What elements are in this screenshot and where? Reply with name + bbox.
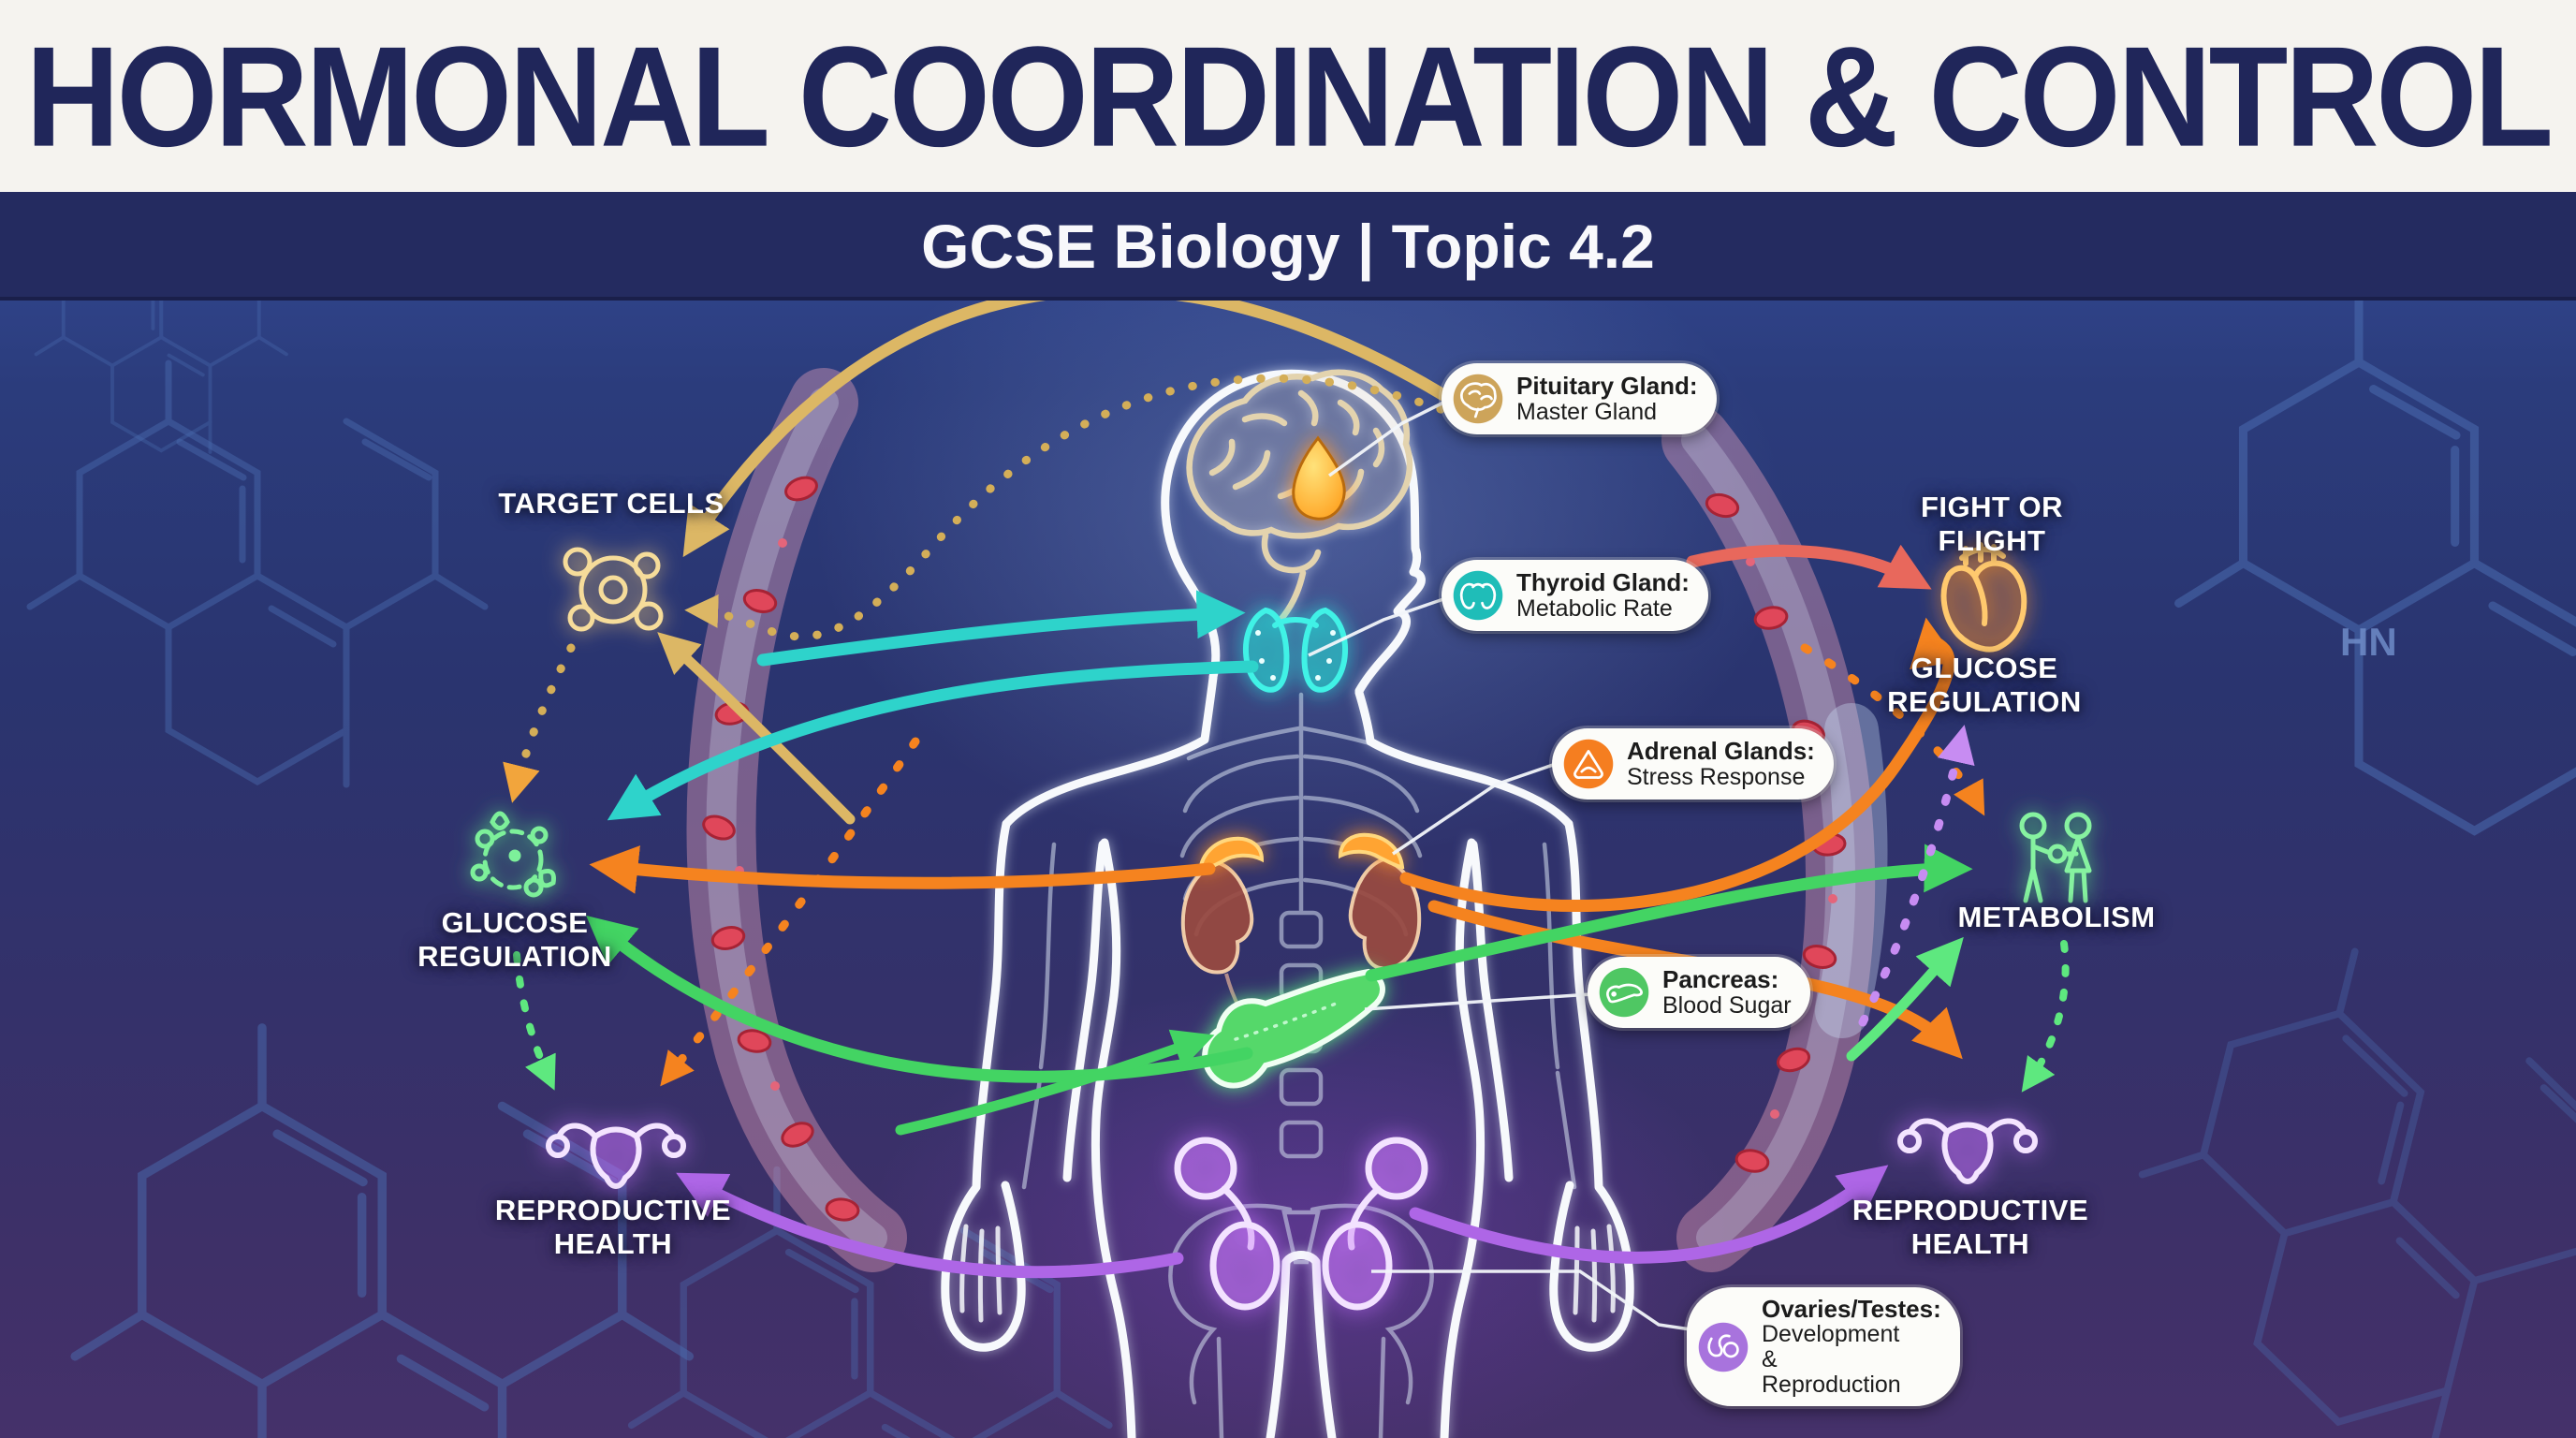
callout-thyroid: Thyroid Gland: Metabolic Rate bbox=[1442, 560, 1708, 631]
heart-icon bbox=[1940, 542, 2027, 653]
target-cells-icon bbox=[563, 547, 664, 632]
page-title: HORMONAL COORDINATION & CONTROL bbox=[25, 16, 2553, 176]
callout-adrenal: Adrenal Glands: Stress Response bbox=[1552, 728, 1834, 800]
molecule-pattern: HN bbox=[30, 218, 2576, 1438]
molecule-hn-label: HN bbox=[2340, 620, 2397, 664]
callout-title: Ovaries/Testes: bbox=[1762, 1295, 1941, 1323]
callout-subtitle: Stress Response bbox=[1627, 763, 1806, 790]
adrenal-icon bbox=[1563, 739, 1614, 789]
label-glucose-regulation-right: GLUCOSE REGULATION bbox=[1887, 652, 2082, 718]
subtitle-banner: GCSE Biology | Topic 4.2 bbox=[0, 192, 2576, 301]
page-subtitle: GCSE Biology | Topic 4.2 bbox=[921, 212, 1655, 281]
metabolism-icon bbox=[2019, 812, 2092, 903]
pancreas-icon bbox=[1599, 967, 1649, 1018]
callout-connectors bbox=[1308, 401, 1691, 1331]
label-reproductive-health-left: REPRODUCTIVE HEALTH bbox=[494, 1194, 732, 1260]
glucose-molecule-icon bbox=[470, 811, 556, 898]
hormone-arrows bbox=[503, 284, 2070, 1279]
blood-vessel-left bbox=[686, 368, 907, 1272]
label-target-cells: TARGET CELLS bbox=[498, 487, 724, 520]
label-reproductive-health-right: REPRODUCTIVE HEALTH bbox=[1852, 1194, 2089, 1260]
callout-subtitle: Development & Reproduction bbox=[1762, 1321, 1901, 1399]
callout-subtitle: Blood Sugar bbox=[1662, 991, 1792, 1019]
callout-pituitary: Pituitary Gland: Master Gland bbox=[1442, 363, 1717, 434]
label-fight-or-flight: FIGHT OR FLIGHT bbox=[1920, 491, 2064, 557]
label-metabolism: METABOLISM bbox=[1957, 901, 2156, 933]
kidneys bbox=[1180, 857, 1422, 1036]
callout-pancreas: Pancreas: Blood Sugar bbox=[1588, 957, 1810, 1028]
ovaries-testes-icon bbox=[1698, 1322, 1749, 1372]
callout-title: Pituitary Gland: bbox=[1516, 372, 1698, 401]
callout-subtitle: Master Gland bbox=[1516, 398, 1658, 425]
callout-title: Pancreas: bbox=[1662, 965, 1779, 994]
callout-subtitle: Metabolic Rate bbox=[1516, 594, 1673, 622]
brain-icon bbox=[1453, 374, 1503, 424]
title-banner: HORMONAL COORDINATION & CONTROL bbox=[0, 0, 2576, 192]
callout-gonads: Ovaries/Testes: Development & Reproducti… bbox=[1687, 1287, 1960, 1407]
callout-title: Adrenal Glands: bbox=[1627, 737, 1815, 766]
thyroid-icon bbox=[1453, 570, 1503, 621]
label-glucose-regulation-left: GLUCOSE REGULATION bbox=[417, 906, 612, 973]
adrenal-glands bbox=[1197, 832, 1405, 873]
gonads-organ bbox=[1174, 1137, 1428, 1311]
callout-title: Thyroid Gland: bbox=[1516, 568, 1690, 597]
pituitary-gland bbox=[1292, 435, 1346, 521]
